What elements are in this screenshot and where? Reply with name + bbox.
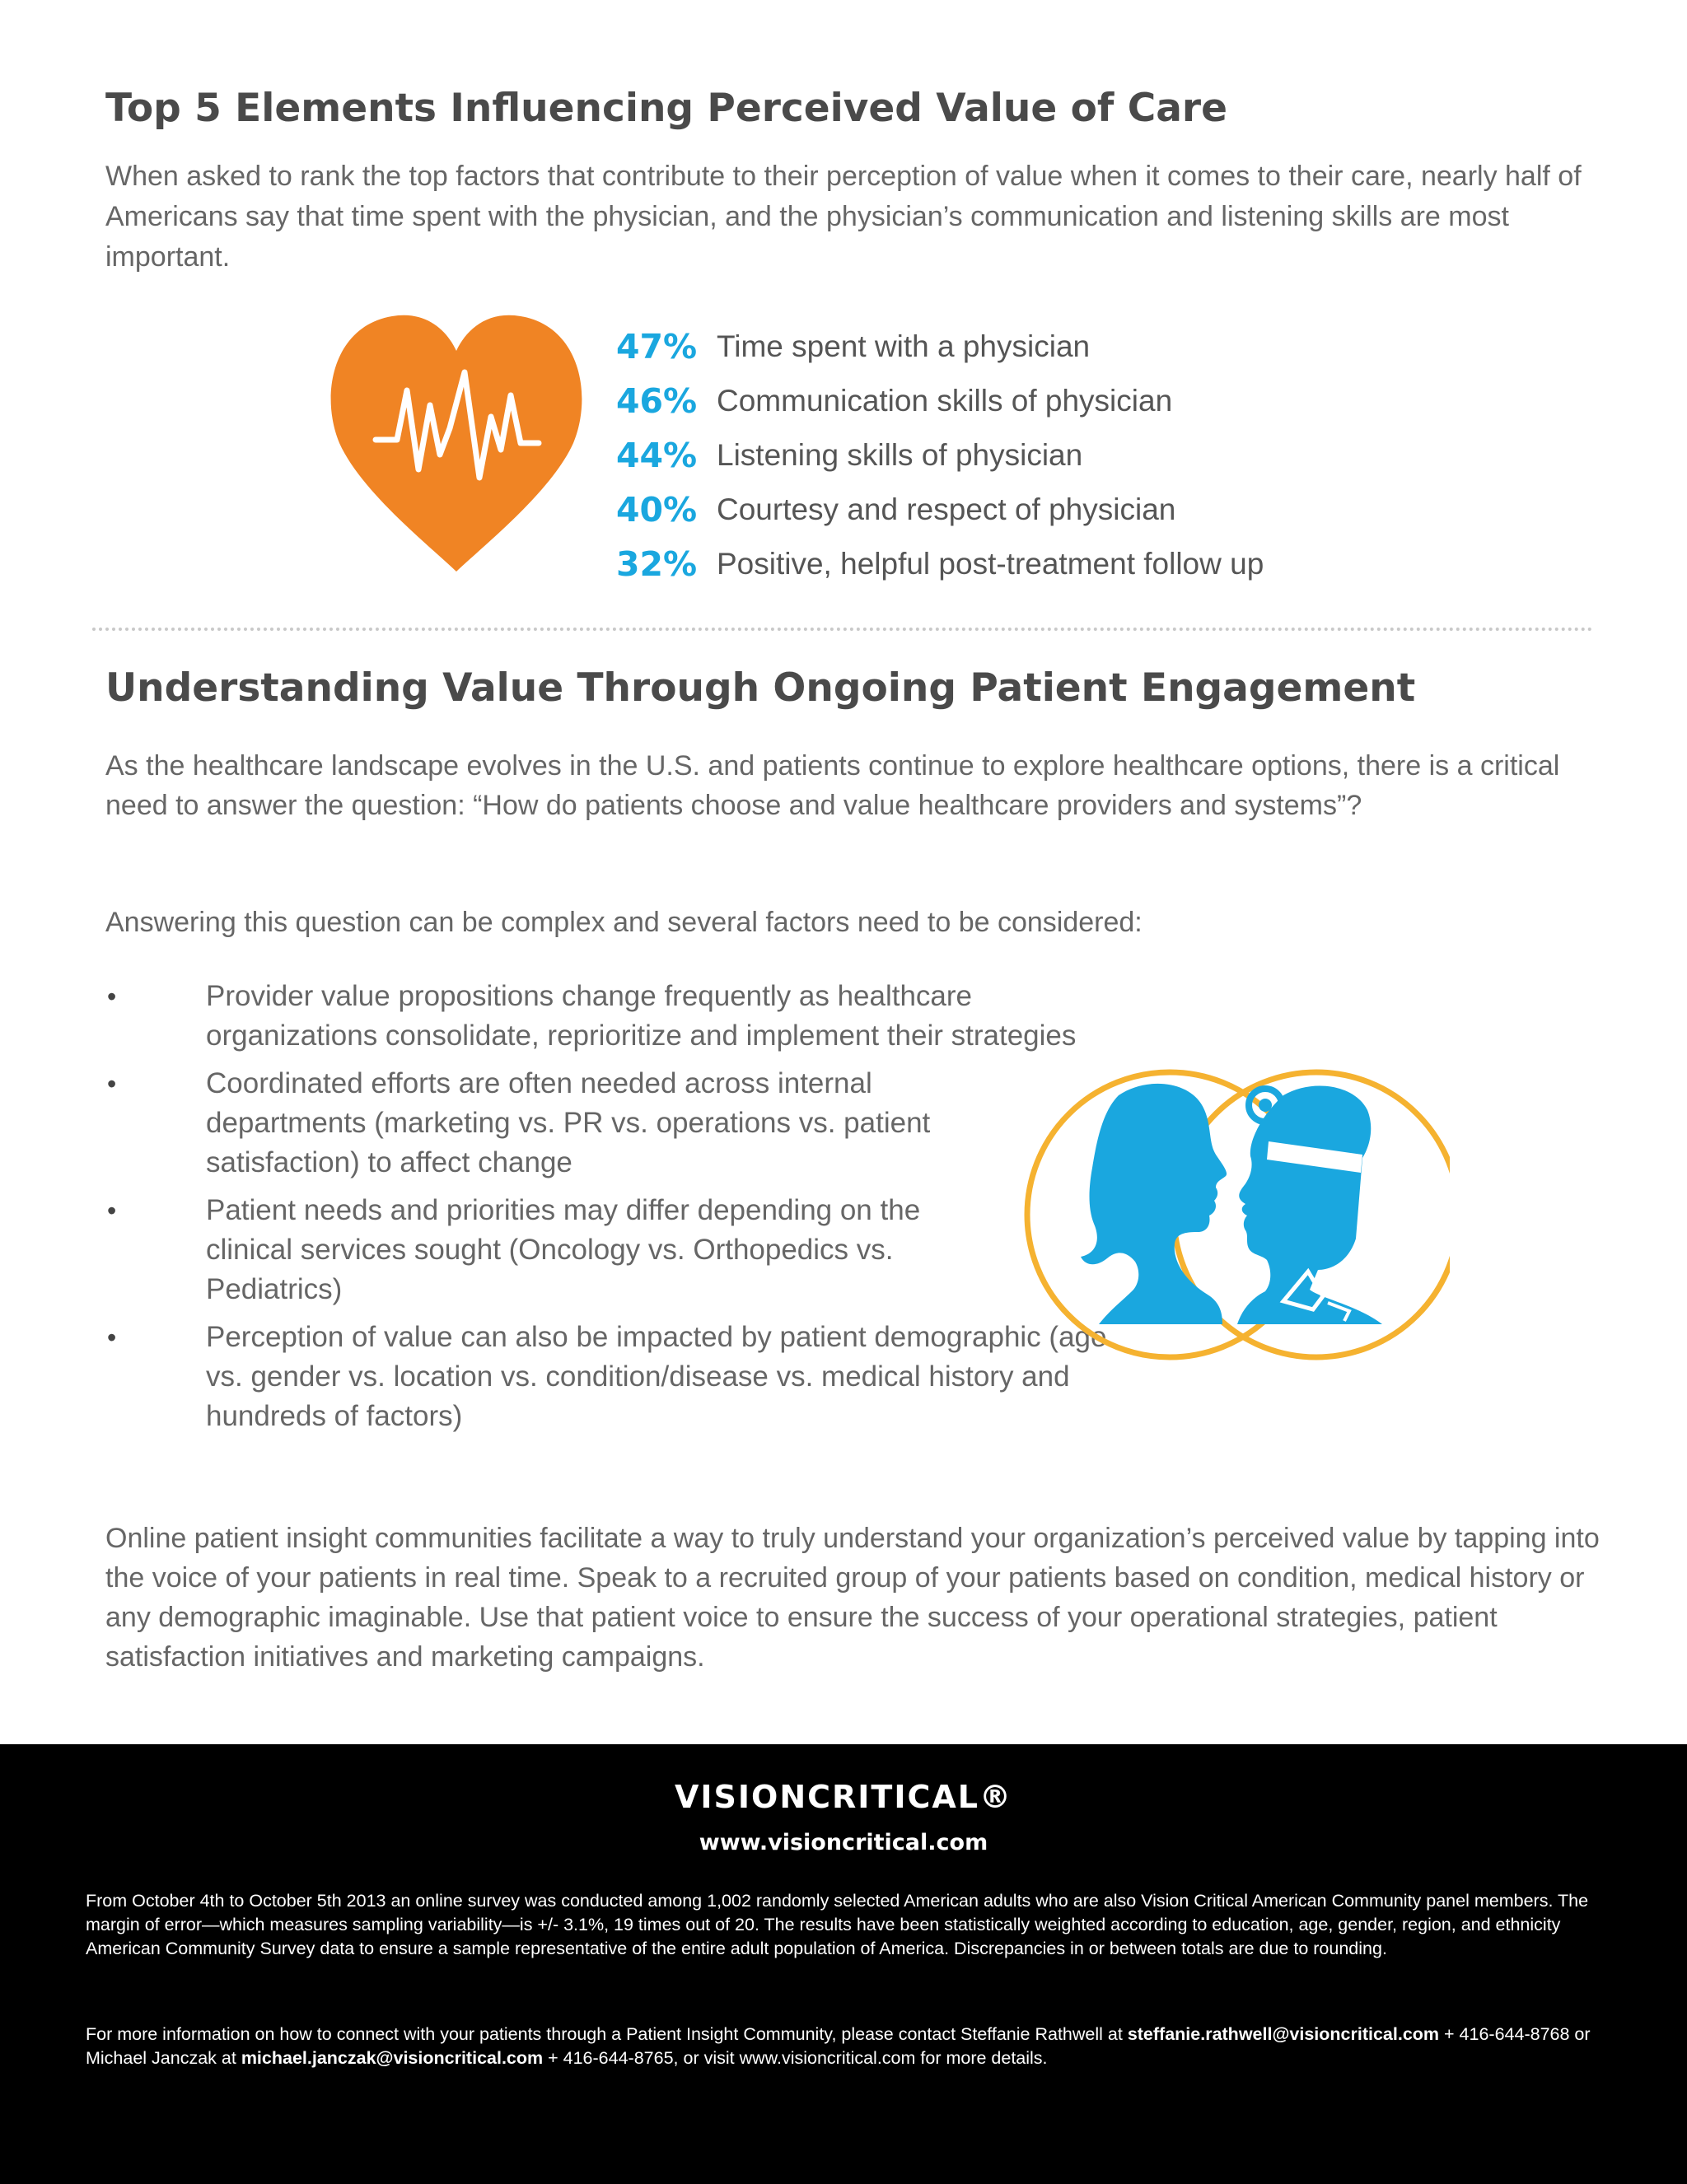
- contact-intro: For more information on how to connect w…: [86, 2024, 1123, 2044]
- contact-email-michael[interactable]: michael.janczak@visioncritical.com: [241, 2048, 544, 2068]
- stat-label: Listening skills of physician: [717, 438, 1083, 472]
- bullet-marker: •: [107, 982, 117, 1011]
- contact-email-steffanie[interactable]: steffanie.rathwell@visioncritical.com: [1127, 2024, 1440, 2044]
- contact-closing: + 416-644-8765, or visit www.visioncriti…: [543, 2048, 1048, 2068]
- stat-label: Positive, helpful post-treatment follow …: [717, 547, 1264, 581]
- considerations-list: • Provider value propositions change fre…: [105, 977, 1127, 1444]
- list-item: • Provider value propositions change fre…: [105, 977, 1127, 1056]
- stat-label: Time spent with a physician: [717, 329, 1091, 363]
- bullet-marker: •: [107, 1323, 117, 1352]
- considerations-intro: Answering this question can be complex a…: [105, 907, 1143, 938]
- patient-profile-icon: [1081, 1083, 1227, 1324]
- brand-logo: VISIONCRITICAL®: [674, 1779, 1013, 1815]
- engagement-paragraph: As the healthcare landscape evolves in t…: [105, 750, 1560, 821]
- footer: VISIONCRITICAL® www.visioncritical.com F…: [0, 1744, 1687, 2184]
- dotted-divider: [92, 628, 1593, 631]
- brand-url[interactable]: www.visioncritical.com: [699, 1830, 988, 1855]
- list-item: • Coordinated efforts are often needed a…: [105, 1064, 1127, 1183]
- stat-row: 32% Positive, helpful post-treatment fol…: [616, 537, 1264, 591]
- survey-methodology: From October 4th to October 5th 2013 an …: [86, 1891, 1589, 1958]
- doctor-profile-icon: [1237, 1085, 1382, 1324]
- patient-doctor-illustration: [1024, 1069, 1450, 1360]
- stat-percent: 40%: [616, 490, 698, 530]
- list-item-text: Perception of value can also be impacted…: [206, 1321, 1107, 1432]
- closing-paragraph: Online patient insight communities facil…: [105, 1523, 1600, 1673]
- stat-percent: 47%: [616, 327, 698, 366]
- stat-row: 47% Time spent with a physician: [616, 320, 1264, 374]
- stat-row: 46% Communication skills of physician: [616, 374, 1264, 428]
- stat-percent: 32%: [616, 544, 698, 584]
- list-item-text: Coordinated efforts are often needed acr…: [206, 1067, 931, 1178]
- contact-phone-mid: + 416-644-8768 or Michael Janczak at: [86, 2024, 1591, 2068]
- list-item-text: Patient needs and priorities may differ …: [206, 1194, 921, 1305]
- list-item: • Perception of value can also be impact…: [105, 1318, 1127, 1436]
- stat-percent: 46%: [616, 381, 698, 421]
- bullet-marker: •: [107, 1196, 117, 1225]
- heart-pulse-icon: [330, 315, 582, 572]
- stat-percent: 44%: [616, 436, 698, 475]
- section-title-top5: Top 5 Elements Influencing Perceived Val…: [105, 86, 1227, 131]
- list-item: • Patient needs and priorities may diffe…: [105, 1191, 1127, 1309]
- bullet-marker: •: [107, 1069, 117, 1099]
- stat-row: 40% Courtesy and respect of physician: [616, 483, 1264, 537]
- list-item-text: Provider value propositions change frequ…: [206, 980, 1077, 1052]
- stat-row: 44% Listening skills of physician: [616, 428, 1264, 483]
- section-title-engagement: Understanding Value Through Ongoing Pati…: [105, 665, 1416, 711]
- intro-paragraph: When asked to rank the top factors that …: [105, 161, 1582, 273]
- stat-label: Communication skills of physician: [717, 384, 1173, 418]
- stats-list: 47% Time spent with a physician 46% Comm…: [616, 320, 1264, 591]
- stat-label: Courtesy and respect of physician: [717, 492, 1176, 526]
- contact-info: For more information on how to connect w…: [86, 2023, 1601, 2070]
